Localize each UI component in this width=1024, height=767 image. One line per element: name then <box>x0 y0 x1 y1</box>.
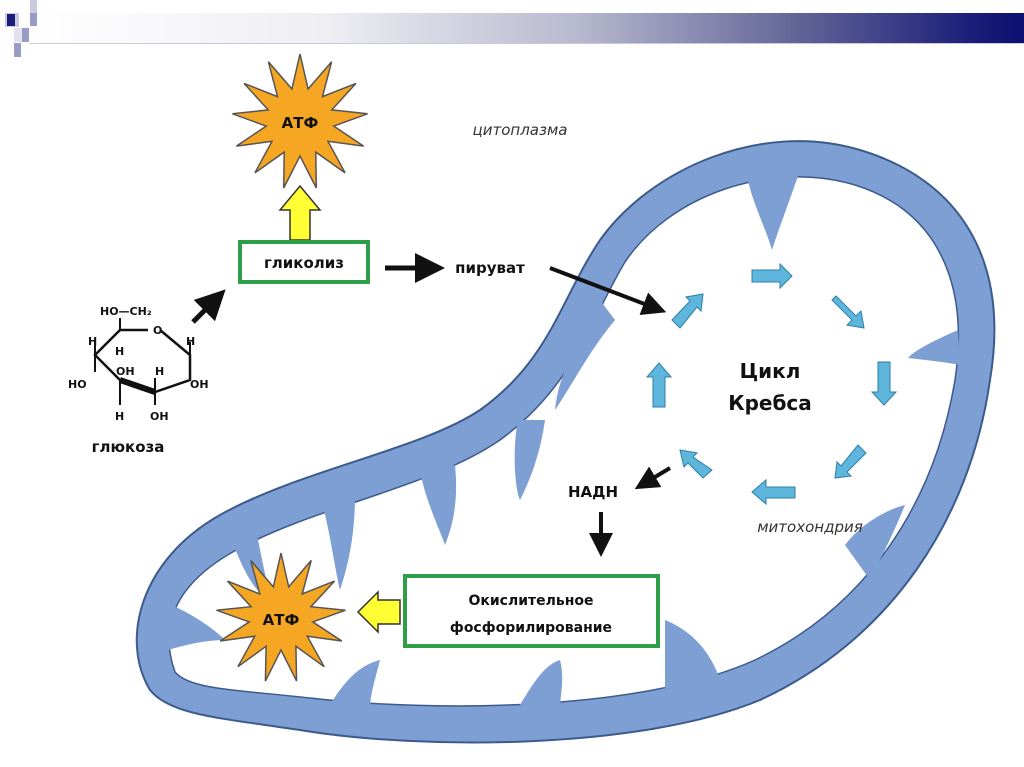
crista <box>520 660 563 710</box>
crista <box>420 465 457 545</box>
mitochondrion-label: митохондрия <box>757 518 863 536</box>
glucose-atom: HO <box>68 378 87 391</box>
glucose-ch2-group: HO—CH₂ <box>100 305 152 318</box>
slide-header-line <box>30 43 1024 44</box>
glucose-atom: H <box>155 365 164 378</box>
krebs-cycle-label-line1: Цикл <box>740 359 801 383</box>
crista <box>555 300 615 410</box>
glucose-atom: H <box>115 345 124 358</box>
crista <box>745 165 800 250</box>
glucose-ring-oxygen: O <box>153 324 162 337</box>
header-square <box>7 14 15 26</box>
glucose-atom: H <box>88 335 97 348</box>
cycle-arrow <box>870 361 898 406</box>
glucose-atom: OH <box>116 365 135 378</box>
crista <box>908 330 960 365</box>
pyruvate-label: пируват <box>455 259 525 277</box>
header-square <box>22 28 29 42</box>
glycolysis-atp-yield-arrow <box>278 184 322 241</box>
cycle-arrow <box>831 295 865 329</box>
oxphos-label-line1: Окислительное <box>468 593 593 609</box>
atp-star-bottom: АТФ <box>216 552 346 682</box>
header-square <box>30 13 37 26</box>
cycle-arrow <box>645 362 673 408</box>
header-square <box>14 28 22 42</box>
slide-header-bar <box>30 13 1024 43</box>
glucose-atom: OH <box>150 410 169 423</box>
glycolysis-label: гликолиз <box>264 254 344 272</box>
cycle-arrow <box>751 262 793 290</box>
pyruvate-to-krebs-arrow <box>549 266 667 315</box>
crista <box>320 495 355 590</box>
crista <box>514 420 545 500</box>
crista <box>160 600 225 650</box>
cytoplasm-label: цитоплазма <box>473 121 568 139</box>
atp-star-top: АТФ <box>232 53 368 189</box>
glucose-ring-bonds <box>93 329 192 394</box>
oxphos-label-line2: фосфорилирование <box>450 620 612 636</box>
krebs-to-nadh-arrow <box>634 466 672 490</box>
glucose-structure <box>93 318 192 405</box>
cycle-arrow <box>671 293 704 329</box>
atp-top-label: АТФ <box>282 114 319 132</box>
crista <box>330 660 380 710</box>
cycle-arrow <box>751 478 796 506</box>
glucose-label: глюкоза <box>92 438 165 456</box>
oxphos-atp-yield-arrow <box>356 590 401 634</box>
krebs-cycle-label-line2: Кребса <box>728 391 812 415</box>
glucose-to-glycolysis-arrow <box>191 289 226 324</box>
glucose-atom: OH <box>190 378 209 391</box>
atp-bottom-label: АТФ <box>263 611 300 629</box>
nadh-label: НАДН <box>568 483 618 501</box>
cycle-arrow <box>834 444 867 479</box>
header-square <box>30 0 37 13</box>
cycle-arrow <box>679 449 713 479</box>
glycolysis-box <box>238 240 370 284</box>
crista <box>845 505 905 580</box>
mitochondrion-matrix <box>168 176 960 707</box>
glucose-atom: H <box>115 410 124 423</box>
oxidative-phosphorylation-box <box>403 574 660 648</box>
krebs-cycle-arrows <box>645 262 898 506</box>
glucose-atom: H <box>186 335 195 348</box>
header-square <box>14 43 21 57</box>
crista <box>665 620 720 690</box>
